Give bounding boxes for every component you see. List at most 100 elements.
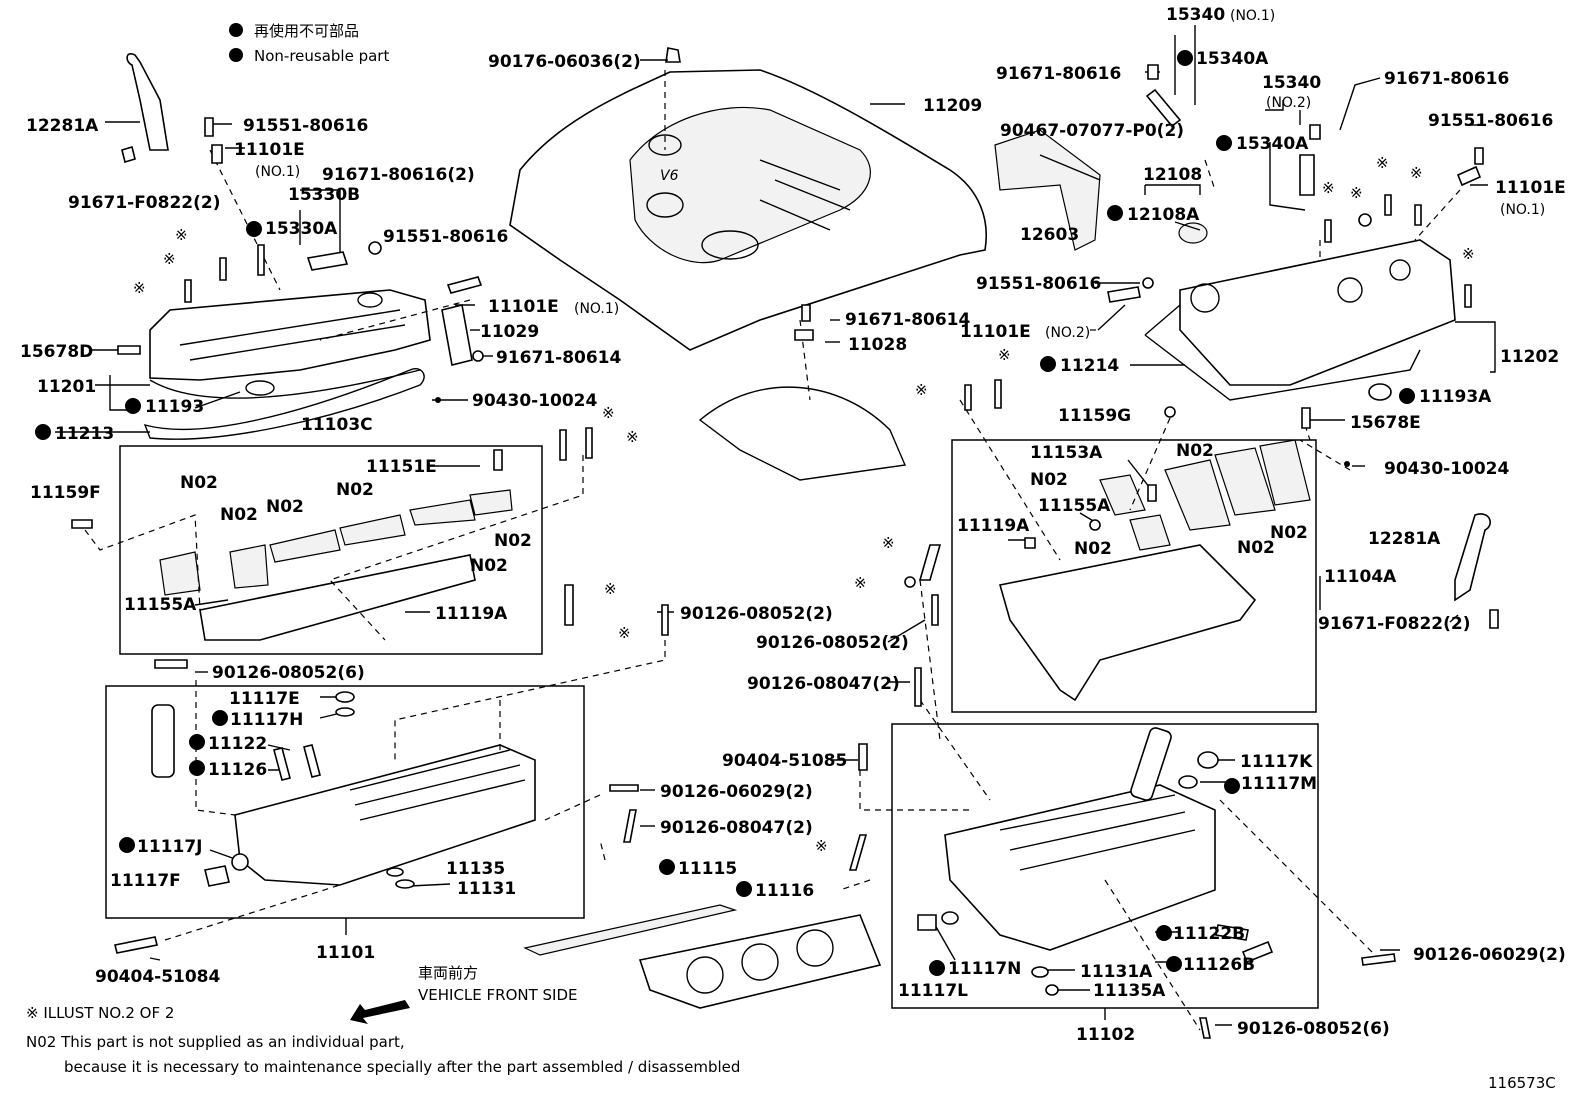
label-90126-08052-6: 90126-08052(6) [212,663,365,683]
non-reusable-marker-icon [229,48,243,62]
label-11131A: 11131A [1080,962,1153,982]
label-n02: N02 [470,556,508,576]
label-11131: 11131 [457,879,516,899]
label-no2: (NO.2) [1045,325,1090,341]
seal-11193 [245,380,275,396]
group-box-11101 [105,685,585,919]
label-90126-06029-2: 90126-06029(2) [660,782,813,802]
non-reusable-marker-icon [229,23,243,37]
cylinder-head-right [944,784,1216,951]
label-91671-F0822: 91671-F0822(2) [1318,614,1471,634]
direction-label-en: VEHICLE FRONT SIDE [418,986,578,1004]
group-box-11104A [951,439,1317,713]
illust-2-markers: ※※※ ※※ ※※ ※ ※※※※ ※ ※※ ※※ [133,154,1475,855]
svg-text:※: ※ [604,580,617,598]
svg-text:※: ※ [602,404,615,422]
svg-text:※: ※ [1462,245,1475,263]
svg-text:※: ※ [163,250,176,268]
label-11117M: 11117M [1241,774,1317,794]
label-n02: N02 [1074,539,1112,559]
label-11126B: 11126B [1183,955,1255,975]
cam-housing-right [998,544,1257,702]
valve-cover-right [1179,239,1456,386]
svg-text:※: ※ [915,381,928,399]
label-91671-F0822: 91671-F0822(2) [68,193,221,213]
label-11155A: 11155A [1038,496,1111,516]
label-90467-07077-P0: 90467-07077-P0(2) [1000,121,1184,141]
label-90404-51084: 90404-51084 [95,967,221,987]
intake-manifold-outline [698,386,907,481]
label-12108A: 12108A [1127,205,1200,225]
n02-note-line1: N02 This part is not supplied as an indi… [26,1033,405,1051]
label-90126-08047-2: 90126-08047(2) [747,674,900,694]
illust-note: ※ ILLUST NO.2 OF 2 [26,1004,174,1022]
label-11101E: 11101E [1495,178,1566,198]
label-11201: 11201 [37,377,96,397]
svg-text:※: ※ [1322,179,1335,197]
label-11122: 11122 [208,734,267,754]
label-12281A: 12281A [26,116,99,136]
label-11101E: 11101E [488,297,559,317]
label-11119A: 11119A [957,516,1030,536]
svg-text:V6: V6 [660,168,679,184]
label-11202: 11202 [1500,347,1559,367]
label-n02: N02 [336,480,374,500]
label-90404-51085: 90404-51085 [722,751,847,771]
label-91551-80616: 91551-80616 [243,116,368,136]
label-11126: 11126 [208,760,267,780]
label-90126-08052-2: 90126-08052(2) [756,633,909,653]
label-15340A: 15340A [1236,134,1309,154]
direction-label-jp: 車両前方 [418,964,478,982]
label-n02: N02 [220,505,258,525]
label-11153A: 11153A [1030,443,1103,463]
cam-caps-left [159,544,269,596]
label-no1: (NO.1) [1230,8,1275,24]
bracket-12281A-right [1454,513,1491,602]
cam-journal-caps-right [1164,439,1311,531]
svg-text:※: ※ [854,574,867,592]
label-12603: 12603 [1020,225,1079,245]
label-11135A: 11135A [1093,981,1166,1001]
label-11103C: 11103C [301,415,373,435]
label-11214: 11214 [1060,356,1119,376]
label-12281A: 12281A [1368,529,1441,549]
label-11101E: 11101E [234,140,305,160]
label-15678D: 15678D [20,342,93,362]
svg-text:※: ※ [175,226,188,244]
gasket-11214 [1144,304,1421,401]
label-11193A: 11193A [1419,387,1492,407]
cover-grommet-icon [665,47,681,63]
label-91671-80614: 91671-80614 [496,348,622,368]
svg-text:※: ※ [815,837,828,855]
label-no2: (NO.2) [1266,95,1311,111]
front-direction-arrow-icon [350,1000,410,1024]
label-11119A: 11119A [435,604,508,624]
svg-text:※: ※ [133,279,146,297]
label-90126-06029-2: 90126-06029(2) [1413,945,1566,965]
label-15340A: 15340A [1196,49,1269,69]
valve-guide-11122B [1130,727,1172,801]
valve-cover-left [149,289,431,399]
svg-text:※: ※ [998,346,1011,364]
label-n02: N02 [1270,523,1308,543]
label-90176-06036: 90176-06036(2) [488,52,641,72]
head-gasket-11116 [638,914,882,1009]
svg-text:※: ※ [626,428,639,446]
heat-insulator-12603 [994,129,1101,251]
label-90430-10024: 90430-10024 [1384,459,1510,479]
svg-text:※: ※ [1410,164,1423,182]
label-91671-80616: 91671-80616 [996,64,1121,84]
label-11117K: 11117K [1240,752,1313,772]
svg-text:※: ※ [618,624,631,642]
non-reusable-dots [35,50,1415,976]
group-box-11103C [119,445,543,655]
label-11028: 11028 [848,335,907,355]
label-91551-80616: 91551-80616 [976,274,1101,294]
valve-guide-11122 [151,704,175,778]
label-n02: N02 [1237,538,1275,558]
label-11117F: 11117F [110,871,181,891]
label-n02: N02 [266,497,304,517]
svg-text:※: ※ [882,534,895,552]
